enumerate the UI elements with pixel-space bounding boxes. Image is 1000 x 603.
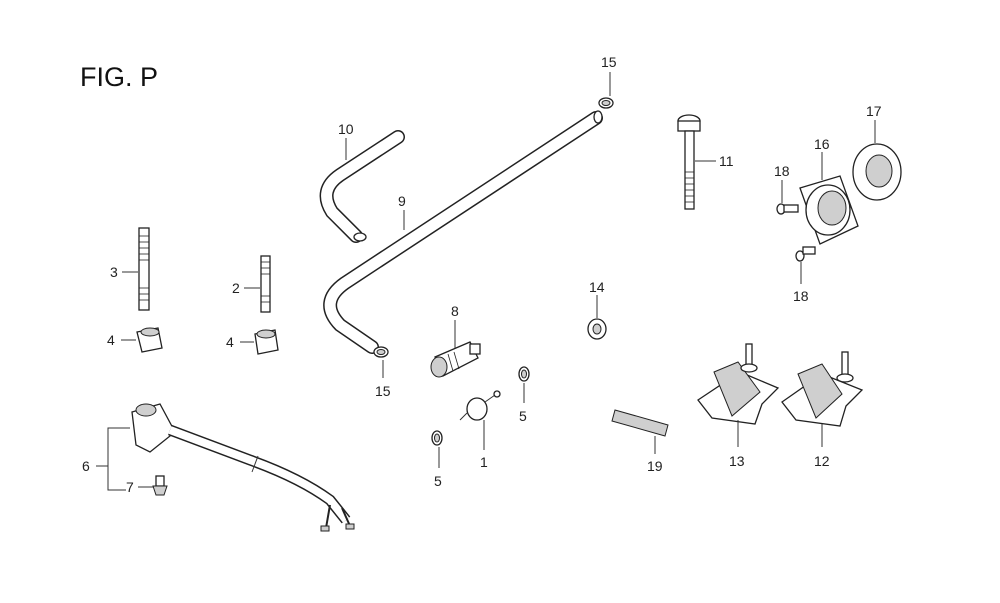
part-9-long-hose: [323, 110, 603, 354]
part-7-screw: [152, 475, 168, 496]
part-10-short-hose: [319, 130, 405, 243]
callout-8: 8: [451, 303, 459, 319]
callout-9: 9: [398, 193, 406, 209]
part-18-screw-top: [776, 203, 799, 215]
callout-15-top: 15: [601, 54, 617, 70]
part-3-stud-bolt: [138, 227, 150, 311]
part-5-clip-right: [518, 366, 530, 382]
part-12-mount: [781, 351, 864, 427]
part-14-washer: [587, 318, 607, 340]
callout-5-right: 5: [519, 408, 527, 424]
part-18-screw-bottom: [795, 246, 816, 262]
part-17-gasket: [852, 143, 902, 201]
callout-18-top: 18: [774, 163, 790, 179]
part-4-nut-left: [136, 327, 163, 353]
leader-6-bracket: [107, 427, 130, 491]
callout-2: 2: [232, 280, 240, 296]
callout-16: 16: [814, 136, 830, 152]
part-15-clip-top: [598, 97, 614, 109]
callout-4-right: 4: [226, 334, 234, 350]
callout-13: 13: [729, 453, 745, 469]
callout-5-left: 5: [434, 473, 442, 489]
callout-19: 19: [647, 458, 663, 474]
callout-4-left: 4: [107, 332, 115, 348]
callout-11: 11: [719, 153, 734, 169]
callout-18-bottom: 18: [793, 288, 809, 304]
callout-6: 6: [82, 458, 90, 474]
callout-1: 1: [480, 454, 488, 470]
callout-14: 14: [589, 279, 605, 295]
part-1-check-valve: [459, 390, 501, 421]
callout-3: 3: [110, 264, 118, 280]
part-2-stud-bolt: [260, 255, 271, 313]
figure-title: FIG. P: [80, 62, 159, 92]
callout-10: 10: [338, 121, 354, 137]
callout-15-bottom: 15: [375, 383, 391, 399]
part-19-pin: [611, 409, 669, 437]
callout-17: 17: [866, 103, 882, 119]
callout-7: 7: [126, 479, 134, 495]
part-11-long-bolt: [677, 114, 701, 210]
part-16-cover: [799, 175, 859, 245]
part-13-mount: [697, 343, 780, 425]
part-4-nut-right: [254, 329, 279, 355]
part-5-clip-left: [431, 430, 443, 446]
part-8-valve: [430, 341, 481, 378]
callout-12: 12: [814, 453, 830, 469]
part-6-sensor-harness: [131, 403, 355, 532]
part-15-clip-bottom: [373, 346, 389, 358]
